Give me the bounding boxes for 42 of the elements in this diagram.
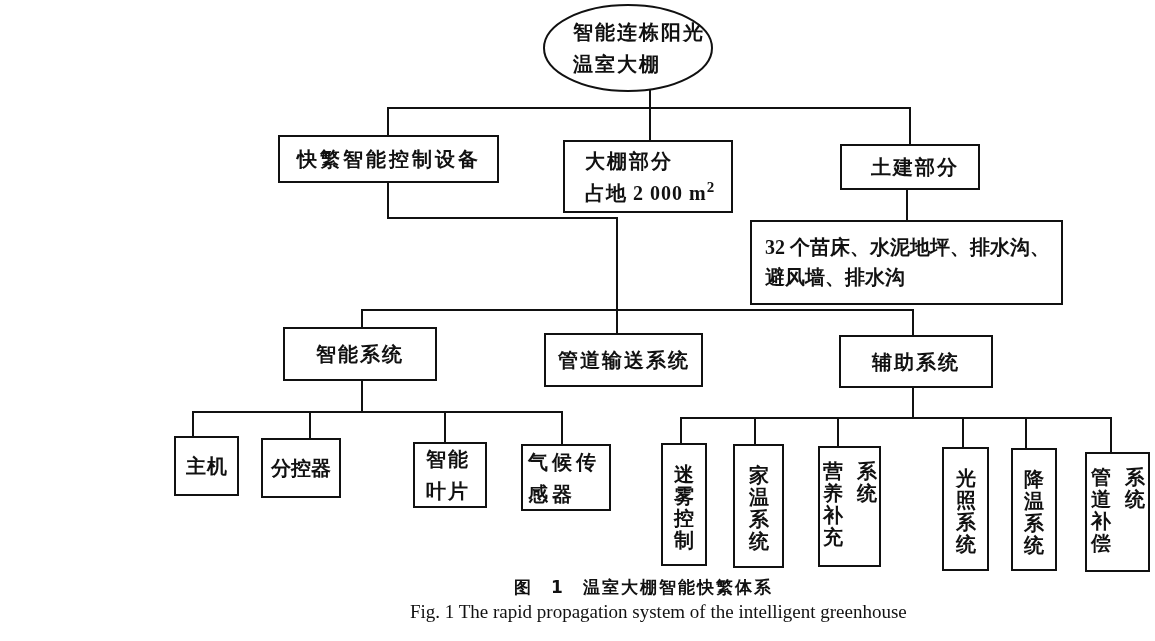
process-box xyxy=(1011,448,1057,571)
process-box xyxy=(521,444,611,511)
box-label: 智能连栋阳光温室大棚 xyxy=(573,20,706,77)
box-label: 管道输送系统 xyxy=(557,348,690,373)
box-label: 家温系统 xyxy=(748,464,769,554)
box-label: 智能系统 xyxy=(316,342,404,367)
connector-line xyxy=(912,387,1112,453)
process-box xyxy=(544,333,703,387)
caption-text: 图 1 温室大棚智能快繁体系 xyxy=(514,576,773,599)
process-box xyxy=(750,220,1063,305)
process-box xyxy=(278,135,499,183)
process-box xyxy=(839,335,993,388)
ellipse-node xyxy=(543,4,713,92)
box-label: 大棚部分 xyxy=(585,148,674,174)
caption-text: Fig. 1 The rapid propagation system of the intelligent greenhouse xyxy=(410,600,907,624)
process-box xyxy=(942,447,989,571)
box-label: 辅助系统 xyxy=(872,349,960,375)
box-label: 分控器 xyxy=(271,456,331,481)
process-box xyxy=(413,442,487,508)
process-box xyxy=(174,436,239,496)
box-label: 降温系统 xyxy=(1024,468,1044,558)
process-box xyxy=(818,446,881,567)
box-label: 营养补充系统 xyxy=(822,460,877,548)
box-label: 主机 xyxy=(185,454,228,479)
box-label: 迷雾控制 xyxy=(674,463,694,553)
connector-line xyxy=(361,380,563,445)
box-label: 气候传感器 xyxy=(528,449,601,507)
box-label: 光照系统 xyxy=(955,467,976,557)
connector-line xyxy=(906,189,908,221)
box-label: 快繁智能控制设备 xyxy=(296,147,481,172)
process-box xyxy=(283,327,437,381)
process-box xyxy=(1085,452,1150,572)
process-box xyxy=(840,144,980,190)
box-label: 管道补偿系统 xyxy=(1090,466,1145,554)
process-box xyxy=(261,438,341,498)
process-box xyxy=(733,444,784,568)
box-label: 智能叶片 xyxy=(426,447,471,504)
box-label: 土建部分 xyxy=(871,155,959,180)
process-box xyxy=(661,443,707,566)
process-box xyxy=(563,140,733,213)
box-label: 32 个苗床、水泥地坪、排水沟、避风墙、排水沟 xyxy=(765,235,1051,290)
box-label: 占地 2 000 m$^{2}$ xyxy=(585,178,717,206)
